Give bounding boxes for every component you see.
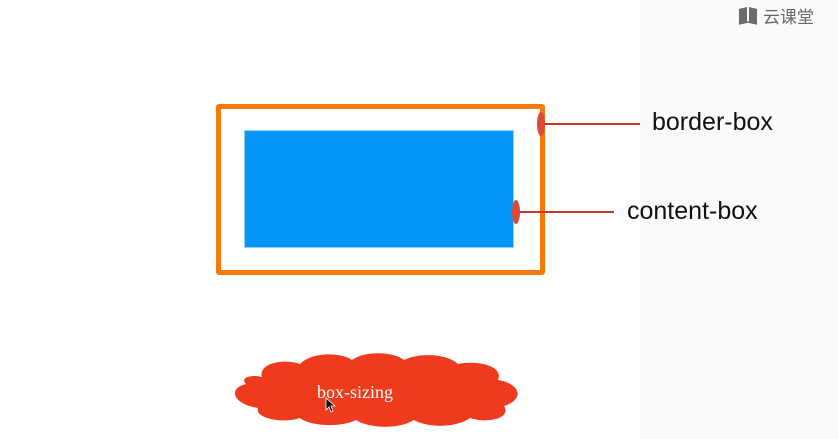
- box-sizing-label: box-sizing: [317, 382, 393, 402]
- content-box-label: content-box: [627, 197, 758, 225]
- background-panel: [640, 0, 838, 439]
- content-box-rectangle: [244, 130, 514, 248]
- watermark-logo: 云课堂: [737, 3, 814, 28]
- mouse-cursor-icon: [325, 397, 337, 413]
- border-box-label: border-box: [652, 108, 773, 136]
- content-box-pointer-dot: [512, 200, 520, 224]
- book-icon: [738, 6, 758, 25]
- watermark-text: 云课堂: [763, 8, 814, 28]
- box-sizing-cloud: [234, 353, 518, 427]
- border-box-pointer-dot: [537, 112, 545, 136]
